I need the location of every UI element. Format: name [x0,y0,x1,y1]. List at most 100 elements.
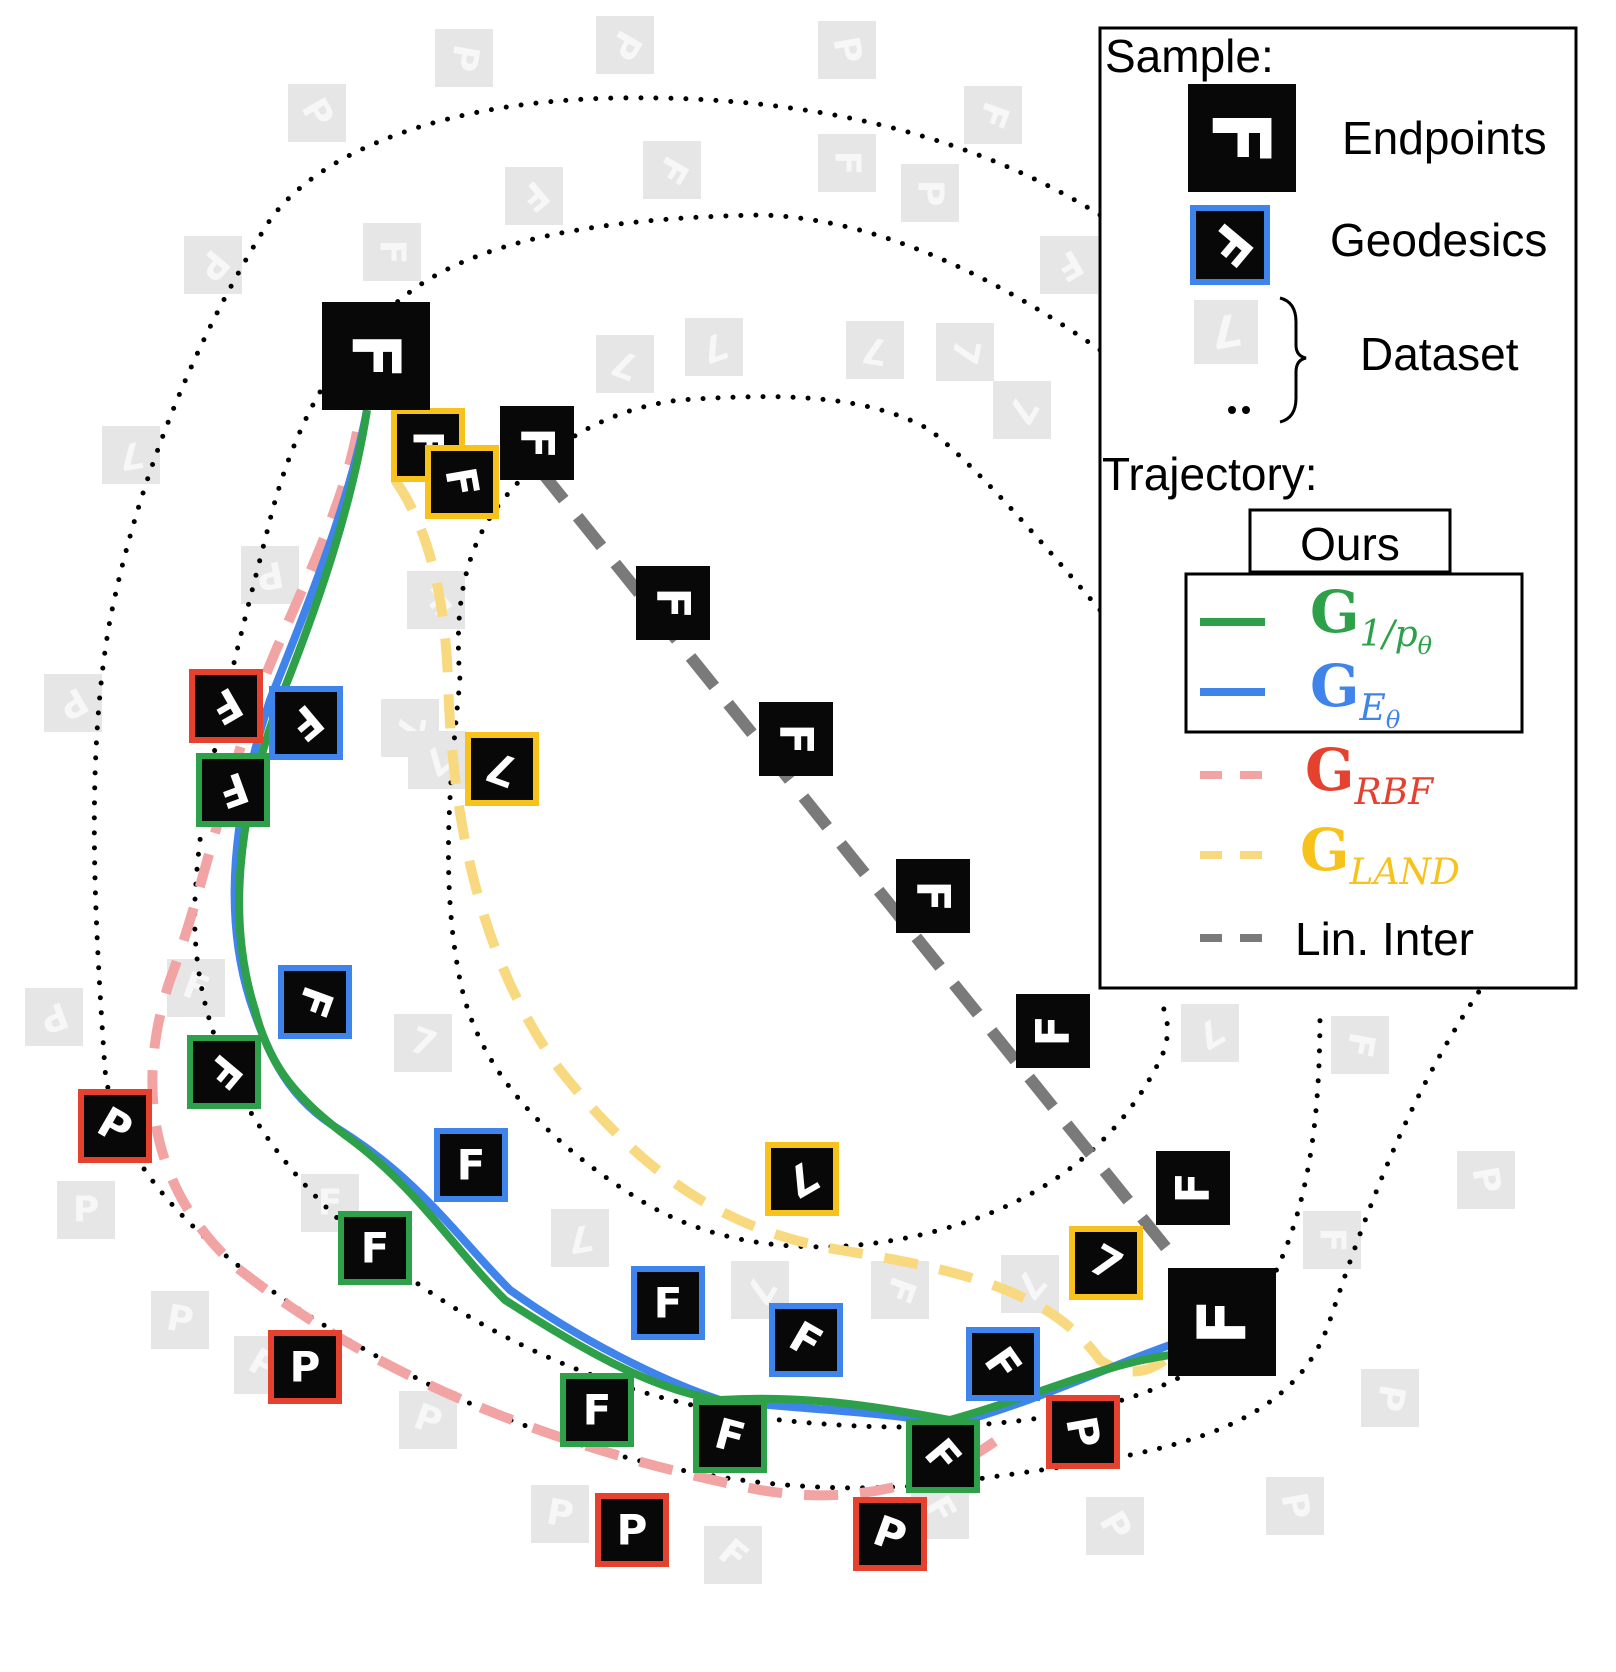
faded-sample-tile: P [596,16,654,74]
legend-endpoint-icon: F [1188,84,1296,192]
trajectory-samples: FF777FPPPPPFFFFFFFFFFFFFFFFFFFF [78,302,1276,1571]
tile-glyph: F [646,587,700,618]
trajectory-sample-green: F [906,1419,980,1493]
tile-glyph: F [769,723,823,754]
legend-label-grbf: GRBF [1305,736,1435,813]
faded-sample-tile: P [1266,1477,1324,1535]
legend-geodesic-icon: F [1190,205,1270,285]
legend-label-ge: GEθ [1310,652,1401,734]
tile-glyph: F [510,427,564,458]
dot-icon [1228,406,1236,414]
trajectory-sample-green: F [338,1211,412,1285]
legend: Sample: F Endpoints F Geodesics 7 Datase… [1098,26,1578,990]
legend-ours-box [1248,508,1452,574]
linear-interpolation-sample: F [1156,1151,1230,1225]
tile-glyph: F [361,1224,390,1273]
linear-interpolation-sample: F [759,702,833,776]
faded-sample-tile: 7 [685,318,743,376]
linear-interpolation-sample: F [1016,994,1090,1068]
linear-interpolation-sample: F [896,859,970,933]
trajectory-sample-red: P [1046,1395,1120,1469]
trajectory-sample-yellow: 7 [765,1142,839,1216]
trajectory-sample-yellow: F [425,445,499,519]
linear-interpolation-sample: F [500,406,574,480]
legend-ours-label: Ours [1300,518,1400,570]
faded-sample-tile: F [363,223,421,281]
faded-sample-tile: P [1086,1497,1144,1555]
dot-icon [1242,406,1250,414]
tile-glyph: P [910,180,951,206]
tile-glyph: F [827,151,868,176]
faded-sample-tile: P [288,84,346,142]
curve-g-land [390,477,1168,1377]
trajectory-sample-red: P [268,1330,342,1404]
faded-sample-tile: F [818,134,876,192]
faded-sample-tile: P [151,1291,209,1349]
faded-sample-tile: P [184,236,242,294]
legend-dataset-label: Dataset [1360,328,1519,380]
legend-label-gland: GLAND [1300,816,1460,893]
tile-glyph: F [906,880,960,911]
trajectory-sample-green: F [196,753,270,827]
tile-glyph: F [583,1386,612,1435]
trajectory-sample-green: F [693,1399,767,1473]
tile-glyph: F [457,1141,486,1190]
faded-sample-tile: F [1303,1211,1361,1269]
tile-glyph: P [617,1506,648,1555]
faded-sample-tile: P [25,988,83,1046]
faded-sample-tile: F [871,1261,929,1319]
trajectory-sample-blue: F [631,1266,705,1340]
density-contours [91,95,1483,1491]
tile-glyph: F [337,333,415,379]
trajectory-sample-blue: F [269,686,343,760]
legend-box [1098,26,1578,990]
legend-sample-heading: Sample: [1105,30,1274,82]
faded-sample-tile: F [407,571,465,629]
faded-sample-tile: F [704,1526,762,1584]
trajectory-sample-green: F [187,1035,261,1109]
trajectory-sample-blue: F [769,1303,843,1377]
curve-g-rbf [147,431,1014,1501]
curve-linear-interpolation [535,466,1177,1259]
faded-sample-tile: P [531,1485,589,1543]
faded-sample-tile: 7 [936,323,994,381]
faded-sample-tile: P [241,546,299,604]
trajectory-sample-red: P [853,1497,927,1571]
trajectory-sample-yellow: 7 [1069,1226,1143,1300]
trajectory-sample-red: F [189,669,263,743]
faded-sample-tile: F [505,167,563,225]
tile-glyph: F [1183,1299,1261,1345]
faded-sample-tile: 7 [846,321,904,379]
trajectory-sample-green: F [560,1373,634,1447]
trajectory-sample-blue: F [966,1327,1040,1401]
legend-geodesics-label: Geodesics [1330,214,1547,266]
tile-glyph: F [1026,1015,1080,1046]
faded-sample-tile: 7 [102,426,160,484]
tile-glyph: F [1312,1228,1353,1253]
tile-glyph: P [290,1343,321,1392]
legend-ours-group [1184,572,1524,734]
legend-trajectory-heading: Trajectory: [1102,448,1318,500]
linear-interpolation-sample: F [636,566,710,640]
faded-sample-tile: 7 [551,1209,609,1267]
trajectory-sample-yellow: 7 [465,732,539,806]
endpoint-sample: F [322,302,430,410]
faded-sample-tile: 7 [596,335,654,393]
legend-endpoints-label: Endpoints [1342,112,1547,164]
faded-sample-tile: P [44,674,102,732]
faded-sample-tile: P [1457,1151,1515,1209]
trajectory-sample-blue: F [278,965,352,1039]
faded-sample-tile: P [818,21,876,79]
faded-sample-tile: P [399,1391,457,1449]
endpoint-sample: F [1168,1268,1276,1376]
tile-glyph: F [654,1279,683,1328]
faded-sample-tile: P [435,29,493,87]
contour-inner [445,394,1170,1250]
faded-sample-tile: P [901,164,959,222]
faded-sample-tile: F [1040,236,1098,294]
faded-sample-tile: 7 [993,381,1051,439]
legend-dataset-icon: 7 [1194,300,1258,414]
brace-icon [1279,296,1307,424]
faded-sample-tile: 7 [394,1014,452,1072]
